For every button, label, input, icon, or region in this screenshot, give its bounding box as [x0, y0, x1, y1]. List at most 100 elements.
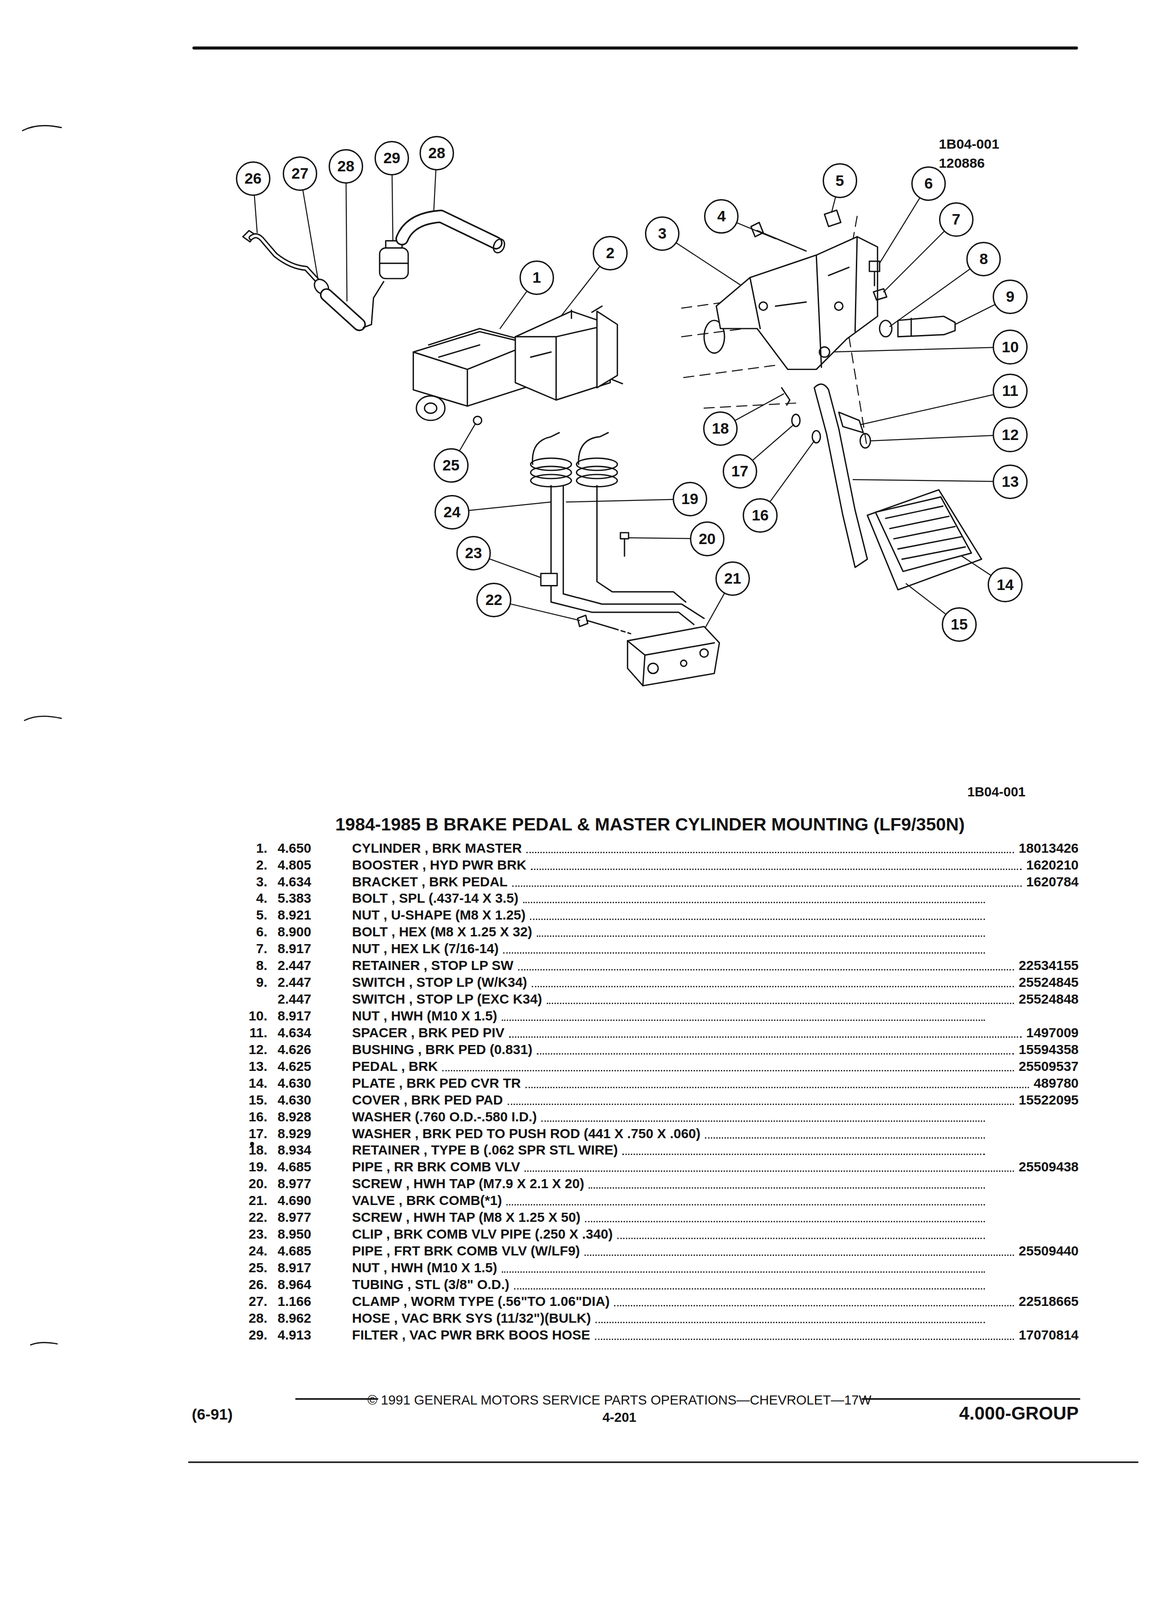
figure-date: 120886 — [939, 155, 985, 171]
dot-leader — [594, 1338, 1015, 1340]
callout-number: 27 — [291, 165, 309, 182]
group-code: 8.962 — [277, 1310, 312, 1326]
dot-leader — [525, 1086, 1030, 1089]
part-number: 1620784 — [1026, 874, 1079, 890]
item-number: 5. — [256, 907, 268, 923]
dot-leader — [531, 985, 1015, 988]
group-code: 8.921 — [277, 907, 312, 923]
part-description: WASHER , BRK PED TO PUSH ROD (441 X .750… — [352, 1125, 701, 1141]
dot-leader — [512, 885, 1022, 887]
item-number: 27. — [248, 1293, 268, 1309]
part-number: 25524848 — [1018, 991, 1079, 1007]
group-code: 8.977 — [277, 1209, 312, 1225]
dot-leader — [536, 935, 985, 937]
dot-leader — [509, 1036, 1022, 1038]
part-description: BOOSTER , HYD PWR BRK — [352, 857, 527, 873]
dot-leader — [503, 952, 985, 954]
dot-leader — [506, 1203, 985, 1206]
callout-circle: 21 — [715, 561, 750, 596]
group-code: 8.917 — [277, 1008, 312, 1024]
dot-leader — [507, 1103, 1015, 1105]
callout-circle: 10 — [992, 329, 1028, 365]
part-number: 25524845 — [1018, 974, 1079, 990]
figure-code: 1B04-001 — [967, 784, 1026, 800]
part-description: BUSHING , BRK PED (0.831) — [352, 1042, 533, 1058]
callout-number: 28 — [428, 145, 445, 161]
callout-number: 6 — [924, 175, 934, 192]
group-code: 8.950 — [277, 1226, 312, 1242]
part-number: 18013426 — [1018, 840, 1079, 856]
callout-circle: 27 — [282, 156, 318, 191]
callout-number: 8 — [979, 251, 989, 267]
dot-leader — [704, 1137, 985, 1139]
callout-circle: 4 — [704, 199, 739, 234]
dot-leader — [518, 969, 1015, 971]
part-description: FILTER , VAC PWR BRK BOOS HOSE — [352, 1327, 591, 1343]
group-code: 4.630 — [277, 1075, 312, 1091]
item-number: 25. — [248, 1260, 268, 1276]
item-number: 9. — [256, 974, 268, 990]
part-description: HOSE , VAC BRK SYS (11/32")(BULK) — [352, 1310, 591, 1326]
part-description: RETAINER , TYPE B (.062 SPR STL WIRE) — [352, 1142, 619, 1158]
item-number: 24. — [248, 1243, 268, 1259]
item-number: 2. — [256, 857, 268, 873]
item-number: 15. — [248, 1092, 268, 1108]
group-code: 4.913 — [277, 1327, 312, 1343]
part-description: PIPE , FRT BRK COMB VLV (W/LF9) — [352, 1243, 580, 1259]
callout-circle: 9 — [992, 279, 1028, 315]
callout-circle: 24 — [434, 494, 470, 530]
dot-leader — [526, 851, 1015, 854]
callout-number: 25 — [442, 457, 460, 474]
item-number: 14. — [248, 1075, 268, 1091]
item-number: 12. — [248, 1042, 268, 1058]
dot-leader — [442, 1069, 1015, 1072]
group-code: 2.447 — [277, 974, 312, 990]
item-number: 11. — [249, 1025, 268, 1041]
part-description: WASHER (.760 O.D.-.580 I.D.) — [352, 1109, 538, 1125]
part-description: SWITCH , STOP LP (EXC K34) — [352, 991, 543, 1007]
group-code: 5.383 — [277, 890, 312, 906]
dot-leader — [536, 1053, 1015, 1055]
part-description: SWITCH , STOP LP (W/K34) — [352, 974, 528, 990]
dot-leader — [530, 868, 1022, 870]
group-number: 4.000-GROUP — [959, 1403, 1079, 1424]
callout-number: 4 — [717, 208, 726, 225]
item-number: 28. — [248, 1310, 268, 1326]
part-description: VALVE , BRK COMB(*1) — [352, 1193, 503, 1209]
part-description: RETAINER , STOP LP SW — [352, 958, 514, 974]
part-description: NUT , HWH (M10 X 1.5) — [352, 1260, 498, 1276]
callout-number: 5 — [835, 173, 845, 189]
part-number: 22534155 — [1018, 958, 1079, 974]
part-number: 489780 — [1033, 1075, 1079, 1091]
item-number: 20. — [248, 1176, 268, 1192]
dot-leader — [614, 1304, 1015, 1307]
callout-circle: 13 — [992, 464, 1028, 500]
group-code: 2.447 — [277, 958, 312, 974]
part-description: PEDAL , BRK — [352, 1059, 439, 1075]
group-code: 8.917 — [277, 941, 312, 957]
group-code: 8.934 — [277, 1142, 312, 1158]
part-number: 1497009 — [1026, 1025, 1079, 1041]
dot-leader — [529, 918, 985, 920]
callout-number: 29 — [383, 150, 400, 166]
part-description: CLIP , BRK COMB VLV PIPE (.250 X .340) — [352, 1226, 613, 1242]
item-number: 3. — [256, 874, 268, 890]
part-description: COVER , BRK PED PAD — [352, 1092, 504, 1108]
callout-number: 22 — [485, 592, 503, 608]
group-code: 4.625 — [277, 1059, 312, 1075]
part-number: 1620210 — [1026, 857, 1079, 873]
part-description: SPACER , BRK PED PIV — [352, 1025, 505, 1041]
callout-number: 28 — [337, 158, 355, 175]
part-description: TUBING , STL (3/8" O.D.) — [352, 1277, 510, 1293]
dot-leader — [541, 1120, 985, 1122]
callout-number: 12 — [1001, 427, 1019, 443]
part-number: 15594358 — [1018, 1042, 1079, 1058]
callout-number: 20 — [698, 531, 716, 547]
item-number: 18. — [248, 1142, 268, 1158]
group-code: 8.929 — [277, 1125, 312, 1141]
part-description: NUT , U-SHAPE (M8 X 1.25) — [352, 907, 526, 923]
item-number: 26. — [248, 1277, 268, 1293]
group-code: 4.626 — [277, 1042, 312, 1058]
callout-number: 2 — [605, 245, 615, 261]
part-description: BRACKET , BRK PEDAL — [352, 874, 508, 890]
